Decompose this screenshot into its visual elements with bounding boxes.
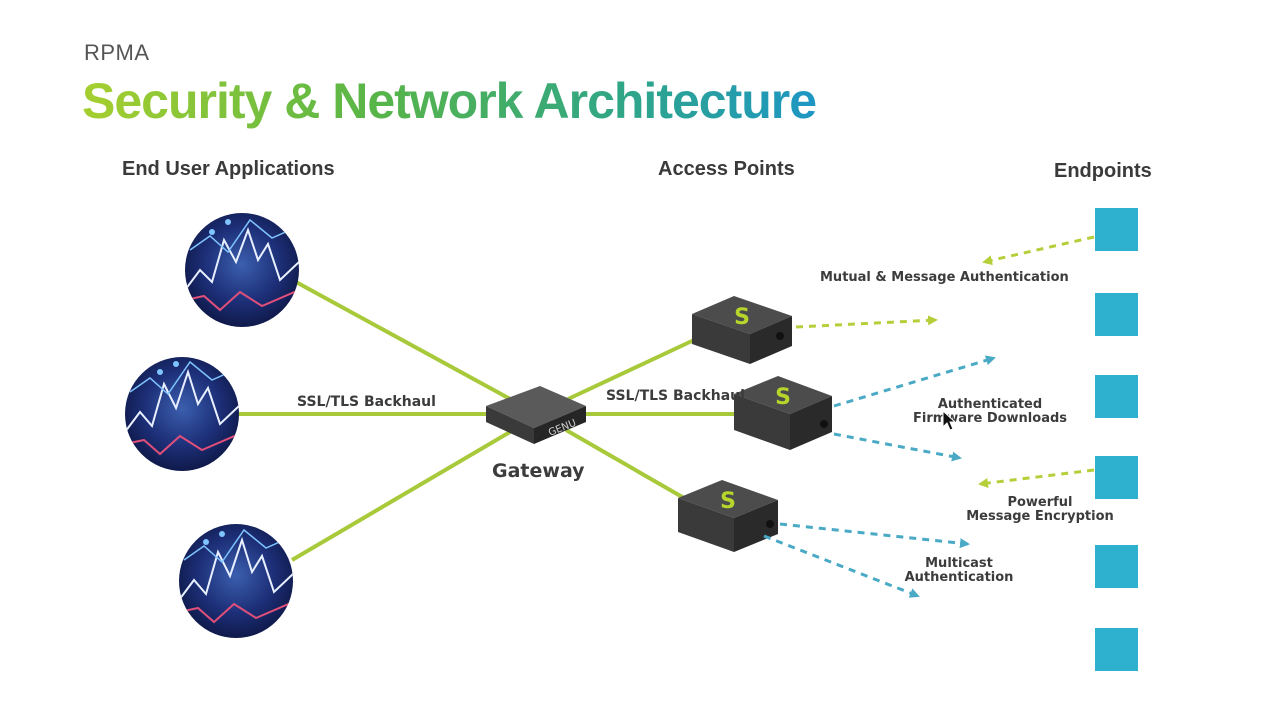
link-app3-gateway [290, 430, 512, 562]
label-authentication: Authentication [905, 570, 1014, 585]
secure-arrows [763, 235, 1095, 598]
mouse-cursor-icon [942, 409, 957, 431]
endpoint-square-icon [1095, 208, 1138, 251]
page-title: Security & Network Architecture [82, 73, 817, 129]
arrow-endpoint1-to-label [982, 235, 1095, 266]
backhaul-links [238, 280, 734, 562]
access-point-3: S [678, 480, 778, 552]
label-ssl-backhaul-left: SSL/TLS Backhaul [297, 394, 436, 410]
column-heading-endpoints: Endpoints [1054, 160, 1152, 182]
arrow-ap1-out [795, 315, 938, 329]
column-heading-end-user-applications: End User Applications [122, 158, 335, 180]
label-powerful: Powerful [1007, 495, 1072, 510]
label-gateway: Gateway [492, 460, 585, 482]
link-gateway-ap1 [565, 338, 695, 402]
arrow-endpoint4-to-label [978, 468, 1095, 488]
app-circle-1 [185, 213, 299, 327]
ap3-logo: S [720, 489, 736, 514]
label-firmware-downloads: Firmware Downloads [913, 411, 1067, 426]
label-message-encryption: Message Encryption [966, 509, 1114, 524]
link-gateway-ap3 [565, 428, 685, 500]
app-circle-2 [125, 357, 239, 471]
label-multicast: Multicast [925, 556, 993, 571]
label-mutual-message-authentication: Mutual & Message Authentication [820, 270, 1069, 285]
link-app1-gateway [295, 280, 513, 402]
label-ssl-backhaul-right: SSL/TLS Backhaul [606, 388, 745, 404]
endpoint-square-icon [1095, 628, 1138, 671]
endpoint-square-icon [1095, 375, 1138, 418]
ap2-logo: S [775, 385, 791, 410]
arrow-ap2-down [833, 432, 962, 462]
arrow-ap3-down [763, 534, 920, 598]
app-circle-3 [179, 524, 293, 638]
access-point-2: S [734, 376, 832, 450]
arrow-ap2-up [833, 355, 996, 408]
label-authenticated: Authenticated [938, 397, 1042, 412]
ap1-logo: S [734, 305, 750, 330]
endpoint-square-icon [1095, 456, 1138, 499]
endpoints [1095, 208, 1138, 671]
arrow-ap3-right [779, 522, 970, 549]
access-point-1: S [692, 296, 792, 364]
endpoint-square-icon [1095, 545, 1138, 588]
kicker-rpma: RPMA [84, 40, 150, 65]
column-heading-access-points: Access Points [658, 158, 795, 180]
endpoint-square-icon [1095, 293, 1138, 336]
